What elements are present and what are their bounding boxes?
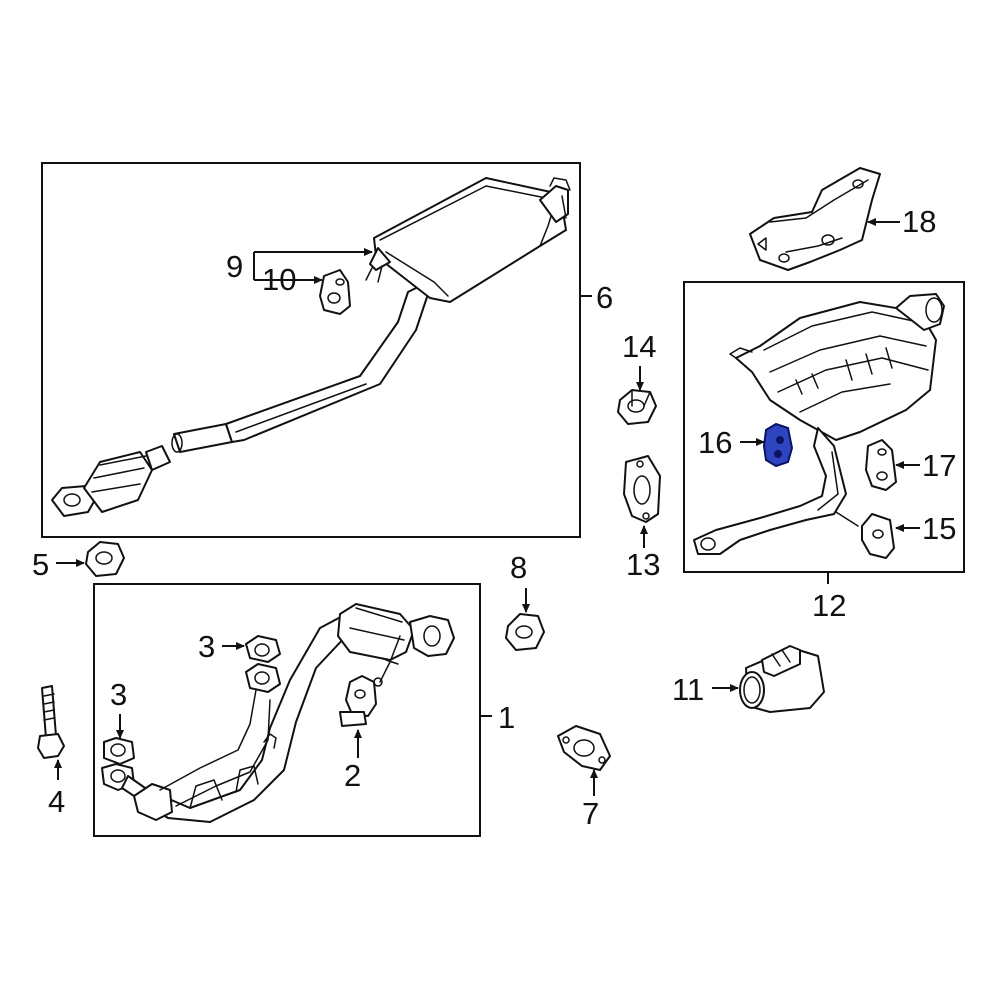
callout-1: 1 — [498, 700, 515, 735]
part-16-rubber-hanger[interactable] — [762, 422, 794, 468]
callout-4: 4 — [48, 784, 65, 819]
part-2-hanger-bracket[interactable] — [339, 675, 377, 727]
callout-14: 14 — [622, 329, 656, 364]
part-5-nut[interactable] — [85, 541, 125, 577]
group-6-frame — [41, 162, 581, 538]
part-8-nut[interactable] — [505, 613, 545, 651]
callout-7: 7 — [582, 796, 599, 831]
part-13-gasket[interactable] — [623, 455, 661, 523]
callout-5: 5 — [32, 547, 49, 582]
part-4-bolt[interactable] — [37, 685, 65, 759]
part-10-hanger[interactable] — [319, 269, 351, 315]
callout-9-bracket — [253, 251, 362, 280]
callout-11: 11 — [672, 672, 704, 707]
callout-12: 12 — [812, 588, 846, 623]
rear-muffler-assembly[interactable] — [693, 293, 945, 555]
intermediate-pipe-assembly[interactable] — [51, 177, 571, 517]
front-pipe-assembly[interactable] — [101, 603, 455, 823]
callout-8: 8 — [510, 550, 527, 585]
part-18-heat-shield[interactable] — [749, 167, 881, 271]
part-7-gasket[interactable] — [557, 725, 611, 771]
part-11-clamp[interactable] — [739, 645, 825, 713]
callout-15: 15 — [922, 511, 956, 546]
group-12-frame — [683, 281, 965, 573]
callout-13: 13 — [626, 547, 660, 582]
part-15-isolator[interactable] — [861, 513, 895, 559]
callout-16: 16 — [698, 425, 732, 460]
callout-10: 10 — [262, 262, 296, 297]
callout-17: 17 — [922, 448, 956, 483]
part-17-hanger[interactable] — [865, 439, 897, 491]
callout-18: 18 — [902, 204, 936, 239]
callout-9: 9 — [226, 249, 243, 284]
callout-3-lower: 3 — [110, 677, 127, 712]
callout-6: 6 — [596, 280, 613, 315]
callout-3-upper: 3 — [198, 629, 215, 664]
callout-2: 2 — [344, 758, 361, 793]
group-1-frame — [93, 583, 481, 837]
part-14-nut[interactable] — [617, 389, 657, 425]
